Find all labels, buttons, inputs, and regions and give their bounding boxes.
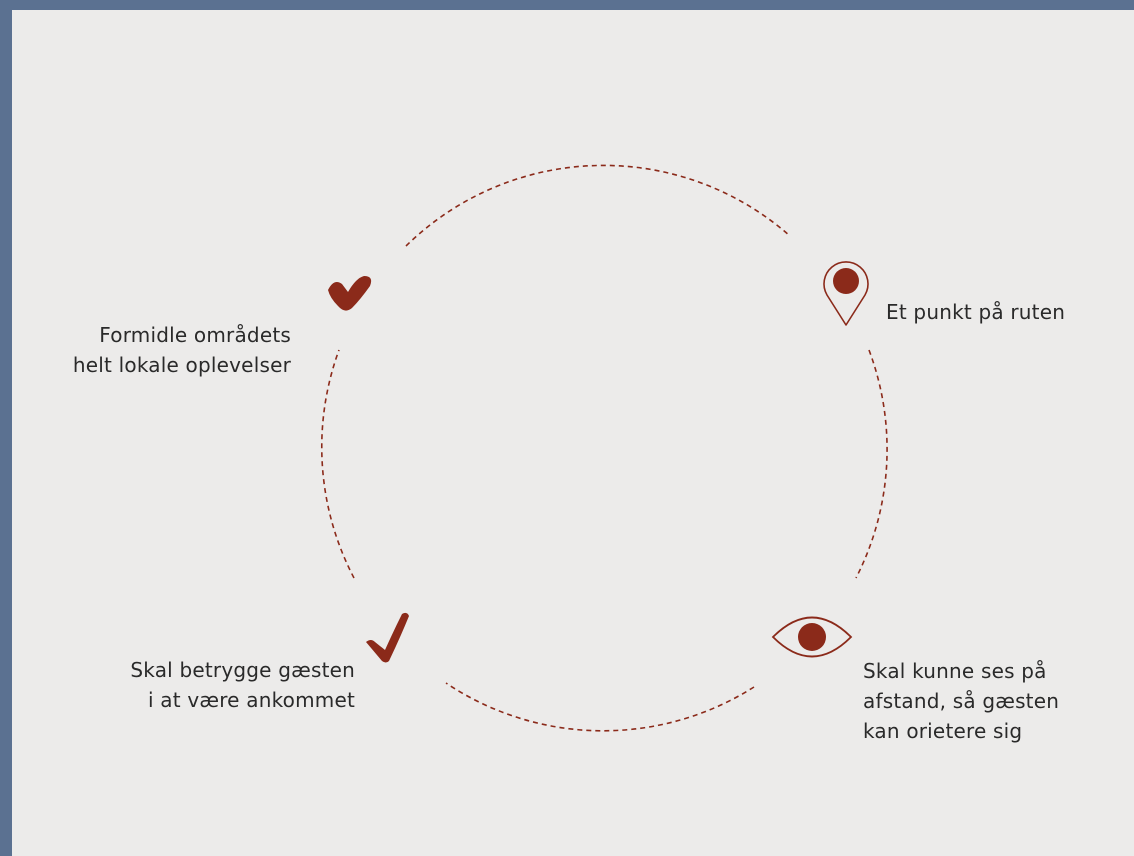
label-route-point: Et punkt på ruten — [886, 300, 1066, 324]
label-visible-from-distance: Skal kunne ses på afstand, så gæsten kan… — [863, 659, 1060, 743]
circle-arc-right — [855, 349, 888, 579]
circle-arc-left — [320, 349, 355, 579]
checkmark-icon — [366, 612, 409, 663]
map-pin-icon — [823, 261, 869, 326]
label-local-experiences: Formidle områdets helt lokale oplevelser — [72, 323, 291, 377]
eye-icon — [771, 616, 853, 658]
circle-arc-top — [405, 164, 791, 247]
heavy-checkmark-icon — [328, 276, 372, 311]
circle-arc-bottom — [445, 682, 755, 732]
diagram-panel — [12, 10, 1134, 856]
label-arrival-reassurance: Skal betrygge gæsten i at være ankommet — [130, 658, 355, 712]
